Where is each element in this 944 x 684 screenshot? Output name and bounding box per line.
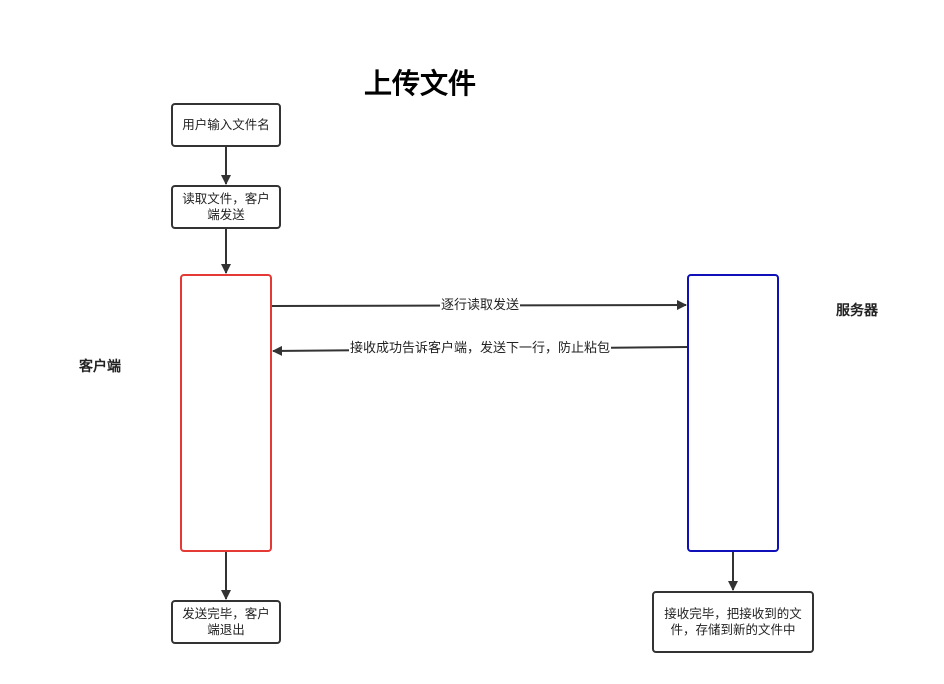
node-server-done: 接收完毕，把接收到的文件，存储到新的文件中 [652,591,814,653]
diagram-title: 上传文件 [363,67,476,100]
edge-label-ack: 接收成功告诉客户端，发送下一行，防止粘包 [349,341,612,357]
client-lane-label: 客户端 [79,359,121,375]
server-lane-label: 服务器 [836,303,878,319]
client-lane [180,274,272,552]
server-lane [687,274,779,552]
node-client-done: 发送完毕，客户端退出 [171,600,281,644]
edge-label-send-lines: 逐行读取发送 [440,298,521,314]
node-input-filename: 用户输入文件名 [171,103,281,147]
node-read-and-send: 读取文件，客户端发送 [171,185,281,229]
